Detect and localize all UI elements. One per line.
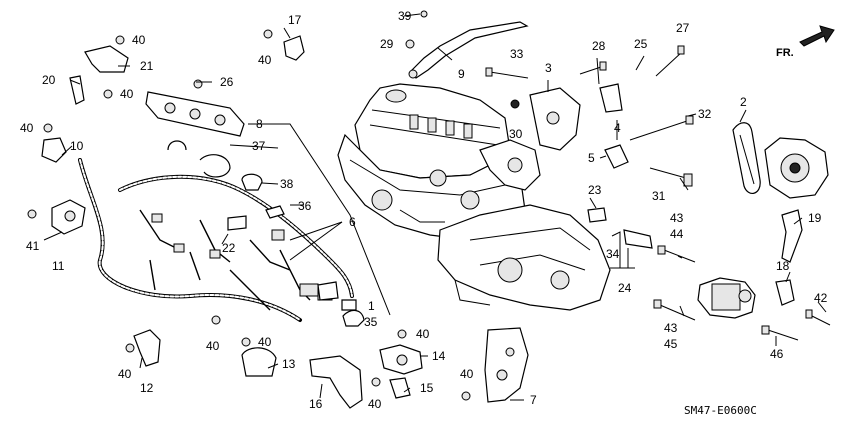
callout-37: 37 — [252, 139, 266, 153]
callout-36: 36 — [298, 199, 312, 213]
callout-13: 13 — [282, 357, 296, 371]
front-direction-arrow: FR. — [776, 25, 835, 59]
callout-43-b: 43 — [664, 321, 678, 335]
callout-16: 16 — [309, 397, 323, 411]
callout-39: 39 — [398, 9, 412, 23]
callout-38: 38 — [280, 177, 294, 191]
wire-harness — [78, 140, 365, 327]
callout-43-a: 43 — [670, 211, 684, 225]
bracket-parts — [41, 21, 803, 409]
callout-8: 8 — [256, 117, 263, 131]
callout-15: 15 — [420, 381, 434, 395]
callout-23: 23 — [588, 183, 602, 197]
callout-26: 26 — [220, 75, 234, 89]
diagram-code: SM47-E0600C — [684, 404, 757, 417]
callout-1: 1 — [368, 299, 375, 313]
callout-35: 35 — [364, 315, 378, 329]
callout-29: 29 — [380, 37, 394, 51]
callout-42: 42 — [814, 291, 828, 305]
callout-19: 19 — [808, 211, 822, 225]
callout-4: 4 — [614, 121, 621, 135]
callout-40-i: 40 — [368, 397, 382, 411]
front-label: FR. — [776, 47, 794, 59]
callout-5: 5 — [588, 151, 595, 165]
callout-9: 9 — [458, 67, 465, 81]
callout-40-a: 40 — [132, 33, 146, 47]
bolt-group — [27, 10, 831, 401]
callout-40-b: 40 — [258, 53, 272, 67]
callout-21: 21 — [140, 59, 154, 73]
callout-25: 25 — [634, 37, 648, 51]
sensor-parts — [587, 167, 693, 249]
callout-11: 11 — [52, 259, 65, 273]
callout-18: 18 — [776, 259, 790, 273]
callout-40-h: 40 — [416, 327, 430, 341]
callout-labels: 1 2 3 4 5 6 7 8 9 10 11 12 13 14 15 16 1… — [20, 9, 828, 411]
callout-34: 34 — [606, 247, 620, 261]
callout-40-j: 40 — [460, 367, 474, 381]
callout-12: 12 — [140, 381, 154, 395]
callout-3: 3 — [545, 61, 552, 75]
callout-40-e: 40 — [206, 339, 220, 353]
engine-assembly — [337, 83, 611, 311]
callout-17: 17 — [288, 13, 302, 27]
callout-40-g: 40 — [118, 367, 132, 381]
callout-20: 20 — [42, 73, 56, 87]
callout-22: 22 — [222, 241, 236, 255]
callout-31: 31 — [652, 189, 666, 203]
callout-40-c: 40 — [120, 87, 134, 101]
callout-44: 44 — [670, 227, 684, 241]
callout-6: 6 — [349, 215, 356, 229]
callout-2: 2 — [740, 95, 747, 109]
alternator-and-belt — [732, 122, 829, 199]
leader-lines — [43, 13, 827, 401]
callout-45: 45 — [664, 337, 678, 351]
callout-40-d: 40 — [20, 121, 34, 135]
callout-33: 33 — [510, 47, 524, 61]
callout-41: 41 — [26, 239, 40, 253]
starter-motor — [697, 277, 756, 319]
callout-30: 30 — [509, 127, 523, 141]
callout-46: 46 — [770, 347, 784, 361]
callout-24: 24 — [618, 281, 632, 295]
callout-32: 32 — [698, 107, 712, 121]
callout-27: 27 — [676, 21, 690, 35]
callout-40-f: 40 — [258, 335, 272, 349]
callout-28: 28 — [592, 39, 606, 53]
callout-14: 14 — [432, 349, 446, 363]
callout-10: 10 — [70, 139, 84, 153]
callout-7: 7 — [530, 393, 537, 407]
